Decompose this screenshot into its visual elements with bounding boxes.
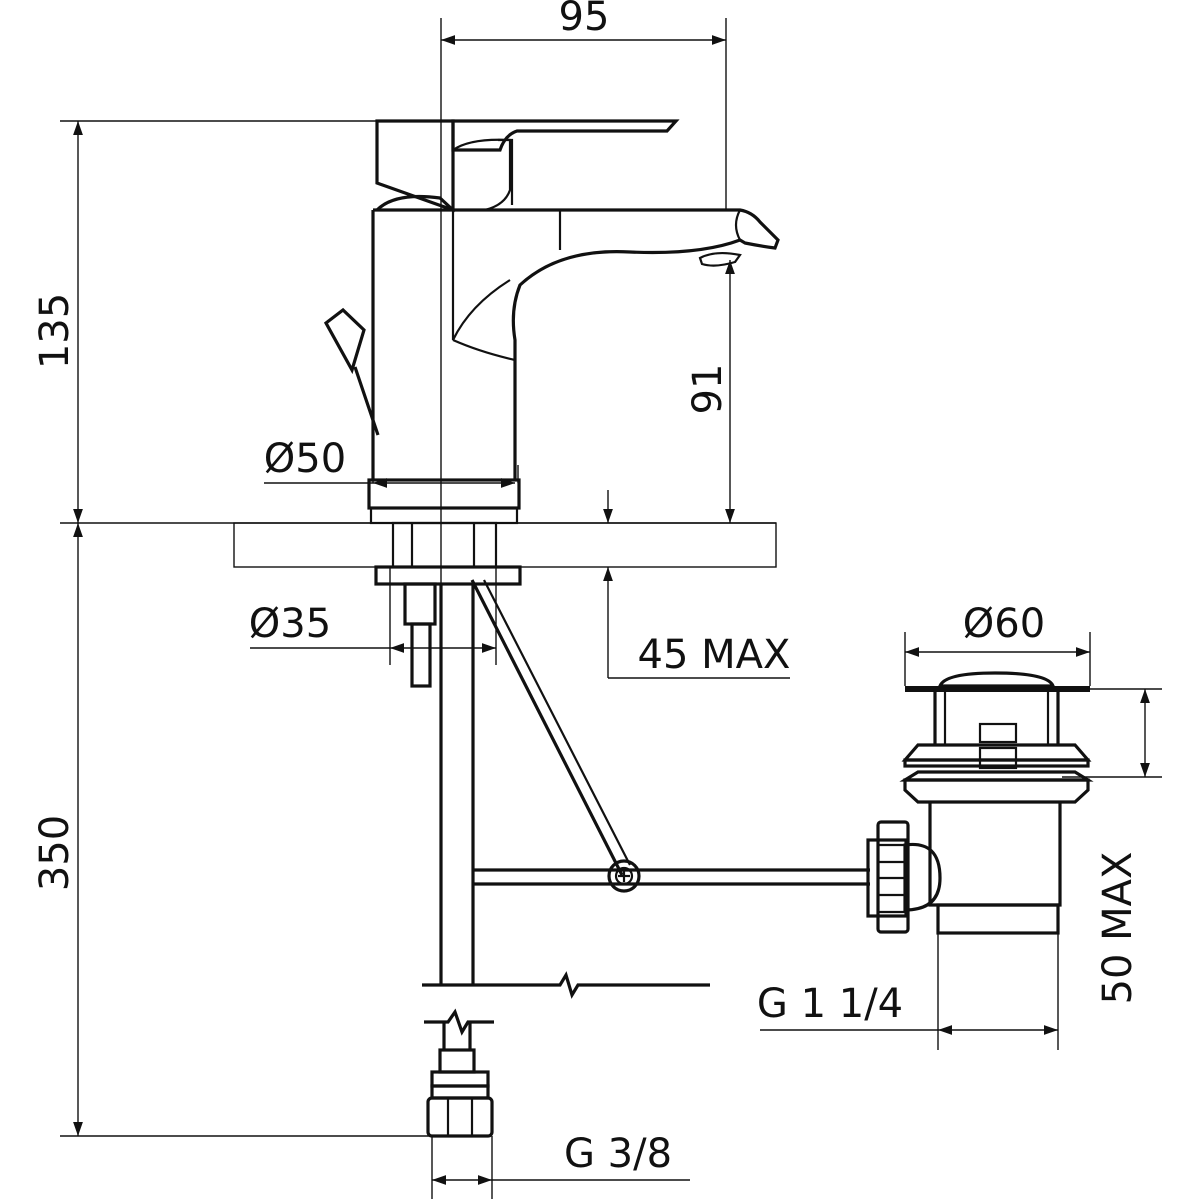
- dim-overall-height: 135: [32, 293, 78, 369]
- drain-rod: [473, 859, 870, 893]
- dim-base-diameter: Ø50: [264, 436, 346, 482]
- dim-supply-thread: G 3/8: [564, 1131, 672, 1177]
- dim-shank-diameter: Ø35: [249, 601, 331, 647]
- dim-spout-height: 91: [685, 364, 731, 415]
- dim-deck-thickness: 45 MAX: [638, 632, 791, 678]
- dim-drain-thickness: 50 MAX: [1095, 852, 1141, 1005]
- countertop: [60, 522, 777, 568]
- dim-drain-thread: G 1 1/4: [757, 981, 903, 1027]
- dim-spout-reach: 95: [559, 0, 610, 40]
- shank-fixing: [374, 521, 631, 876]
- dim-hose-length: 350: [32, 815, 78, 891]
- popup-drain: [866, 671, 1094, 935]
- faucet-body: [323, 119, 780, 525]
- dimension-lines: [60, 18, 1162, 1199]
- dim-drain-diameter: Ø60: [963, 601, 1045, 647]
